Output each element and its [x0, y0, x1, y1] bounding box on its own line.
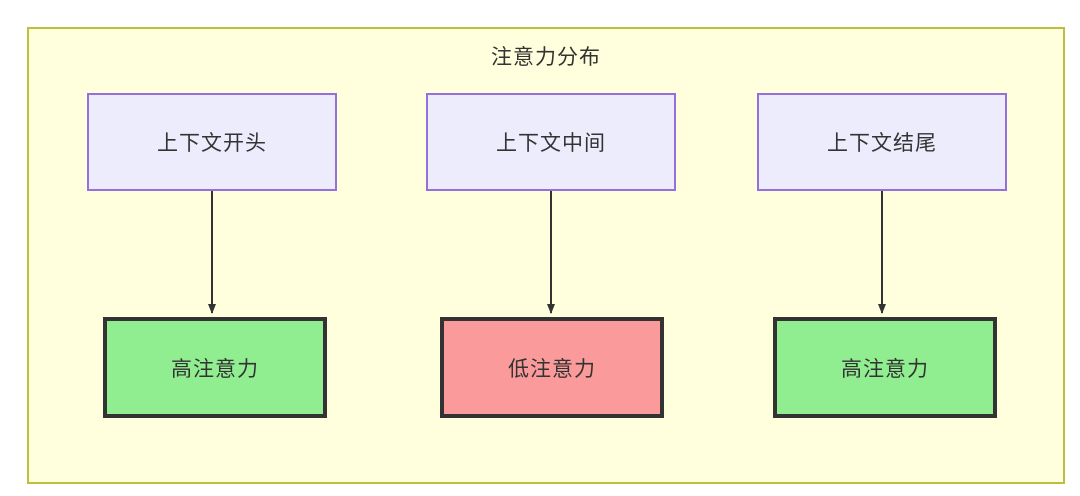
node-context-start[interactable]: 上下文开头 — [87, 93, 337, 191]
node-attention-high-start[interactable]: 高注意力 — [103, 317, 327, 418]
diagram-title: 注意力分布 — [491, 46, 601, 69]
node-attention-high-start-label: 高注意力 — [171, 357, 259, 381]
node-context-middle[interactable]: 上下文中间 — [426, 93, 676, 191]
node-context-end-label: 上下文结尾 — [827, 132, 937, 155]
node-attention-low-middle-label: 低注意力 — [508, 357, 596, 381]
node-context-end[interactable]: 上下文结尾 — [757, 93, 1007, 191]
node-attention-high-end-label: 高注意力 — [841, 357, 929, 381]
node-context-middle-label: 上下文中间 — [496, 132, 606, 155]
node-attention-high-end[interactable]: 高注意力 — [773, 317, 997, 418]
node-attention-low-middle[interactable]: 低注意力 — [440, 317, 664, 418]
node-context-start-label: 上下文开头 — [157, 132, 267, 155]
